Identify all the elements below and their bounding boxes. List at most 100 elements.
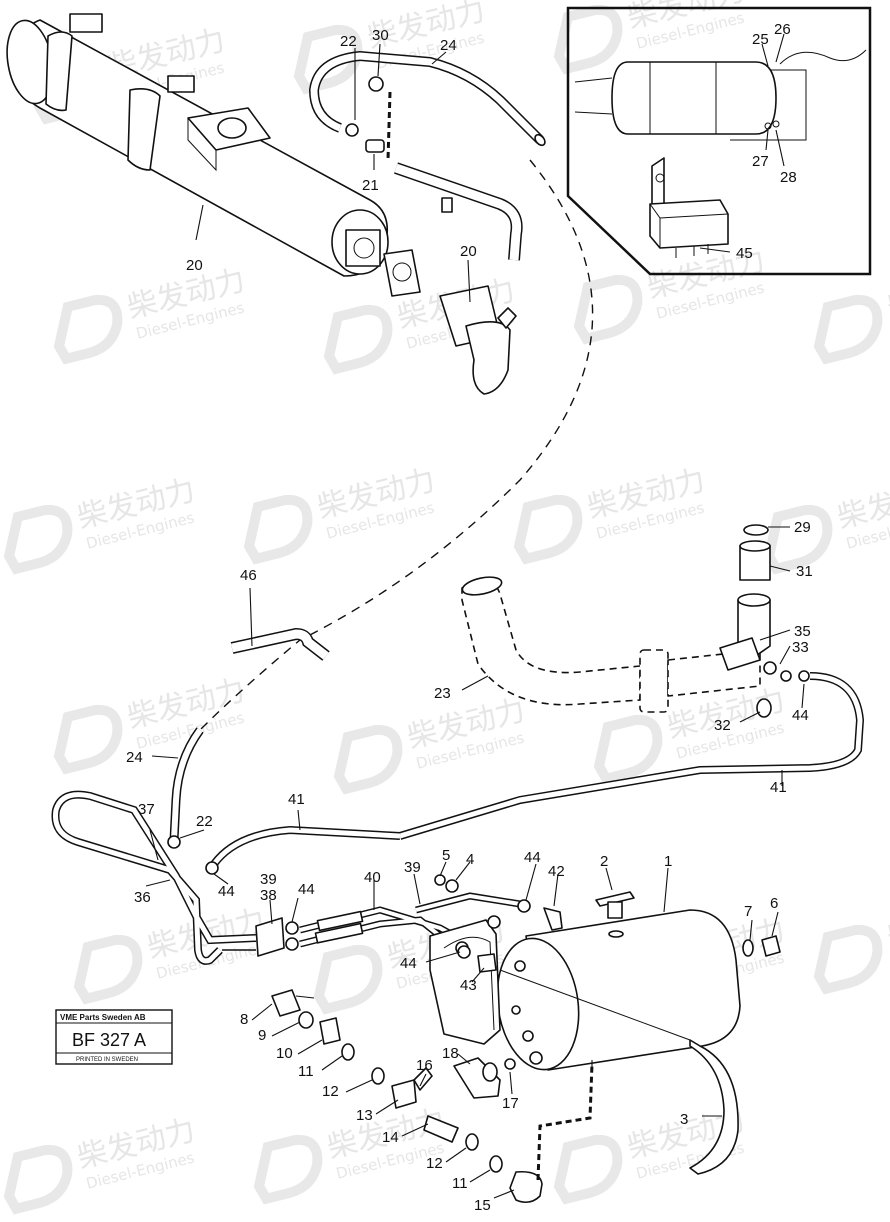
- callout-15: 15: [474, 1197, 491, 1214]
- stamp-company: VME Parts Sweden AB: [60, 1013, 146, 1022]
- callout-45: 45: [736, 245, 753, 262]
- filler-cap-2: [595, 891, 635, 938]
- callout-46: 46: [240, 567, 257, 584]
- callout-21: 21: [362, 177, 379, 194]
- watermark-logo-icon: [3, 505, 73, 575]
- watermark-logo-icon: [593, 715, 663, 785]
- callout-25: 25: [752, 31, 769, 48]
- callout-13: 13: [356, 1107, 373, 1124]
- inset-detail: [566, 6, 872, 276]
- stamp-code: BF 327 A: [72, 1030, 146, 1050]
- stamp-printed: PRINTED IN SWEDEN: [76, 1057, 138, 1063]
- callout-4: 4: [466, 851, 474, 868]
- drain-plug-6-7: [742, 935, 781, 957]
- exhaust-pipe-23: [461, 576, 761, 713]
- callout-19: 20: [460, 243, 477, 260]
- callout-23: 23: [434, 685, 451, 702]
- callout-8: 8: [240, 1011, 248, 1028]
- callout-7: 7: [744, 903, 752, 920]
- callout-38: 39: [260, 871, 277, 888]
- callout-2: 2: [600, 853, 608, 870]
- heater-assembly-20: [6, 13, 421, 297]
- fuel-tank-1: [429, 909, 741, 1175]
- callout-44-mid: 44: [298, 881, 315, 898]
- callout-34: 35: [794, 623, 811, 640]
- callout-28: 28: [780, 169, 797, 186]
- callout-43: 43: [460, 977, 477, 994]
- watermark-logo-icon: [813, 295, 883, 365]
- callout-36: 37: [138, 801, 155, 818]
- watermark-logo-icon: [763, 505, 833, 575]
- callout-39: 39: [404, 859, 421, 876]
- filler-neck-30-31: [719, 524, 810, 718]
- watermark-logo-icon: [513, 495, 583, 565]
- callout-35: 36: [134, 889, 151, 906]
- hose-24-upper: [308, 50, 546, 161]
- callout-17: 17: [502, 1095, 519, 1112]
- callout-30: 29: [794, 519, 811, 536]
- callout-27: 27: [752, 153, 769, 170]
- callout-20: 20: [186, 257, 203, 274]
- callout-37: 38: [260, 887, 277, 904]
- watermark-logo-icon: [573, 275, 643, 345]
- watermark-logo-icon: [3, 1145, 73, 1215]
- dashed-route: [199, 159, 594, 731]
- watermark-logo-icon: [53, 705, 123, 775]
- callout-33: 33: [792, 639, 809, 656]
- watermark-logo-icon: [813, 925, 883, 995]
- callout-16: 16: [416, 1057, 433, 1074]
- fitting-chain-8-15: [271, 989, 594, 1204]
- callout-41-lower: 41: [288, 791, 305, 808]
- pipe-frame-35-36: [51, 790, 257, 965]
- callout-11-lower: 11: [452, 1175, 468, 1192]
- callout-5: 5: [442, 847, 450, 864]
- callout-24: 24: [440, 37, 457, 54]
- callout-44-right: 44: [792, 707, 809, 724]
- watermark-logo-icon: [253, 1135, 323, 1205]
- pipe-46: [230, 627, 330, 661]
- callout-22-lower: 22: [196, 813, 213, 830]
- callout-22: 22: [340, 33, 357, 50]
- callout-10: 10: [276, 1045, 293, 1062]
- callout-12-lower: 12: [426, 1155, 443, 1172]
- watermark-logo-icon: [73, 935, 143, 1005]
- watermark-logo-icon: [323, 305, 393, 375]
- callout-44-bottom: 44: [400, 955, 417, 972]
- callout-3: 3: [680, 1111, 688, 1128]
- callout-11: 11: [298, 1063, 314, 1080]
- callout-6: 6: [770, 895, 778, 912]
- callout-18: 18: [442, 1045, 459, 1062]
- callout-9: 9: [258, 1027, 266, 1044]
- watermark-logo-icon: [553, 5, 623, 75]
- watermark-logo-icon: [333, 725, 403, 795]
- callout-40: 40: [364, 869, 381, 886]
- callout-12: 12: [322, 1083, 339, 1100]
- bracket-16-18: [453, 1057, 516, 1099]
- watermark-logo-icon: [313, 945, 383, 1015]
- tank-fittings: [434, 874, 563, 973]
- watermark-logo-icon: [553, 1135, 623, 1205]
- callout-41-right: 41: [770, 779, 787, 796]
- watermark-logo-icon: [243, 495, 313, 565]
- parts-stamp: VME Parts Sweden AB BF 327 A PRINTED IN …: [55, 1009, 173, 1065]
- exhaust-elbow-19: [439, 285, 517, 395]
- callout-44-top: 44: [524, 849, 541, 866]
- callout-29: 30: [372, 27, 389, 44]
- callout-14: 14: [382, 1129, 399, 1146]
- callout-labels: 20 22 30 24 21 20 25 26 27 28 45 29 31 3…: [126, 21, 813, 1214]
- callout-1: 1: [664, 853, 672, 870]
- callout-44-left: 44: [218, 883, 235, 900]
- callout-42: 42: [548, 863, 565, 880]
- callout-26: 26: [774, 21, 791, 38]
- leader-lines: [145, 33, 805, 1199]
- watermark-brand-cn: 柴发动力: [884, 893, 890, 956]
